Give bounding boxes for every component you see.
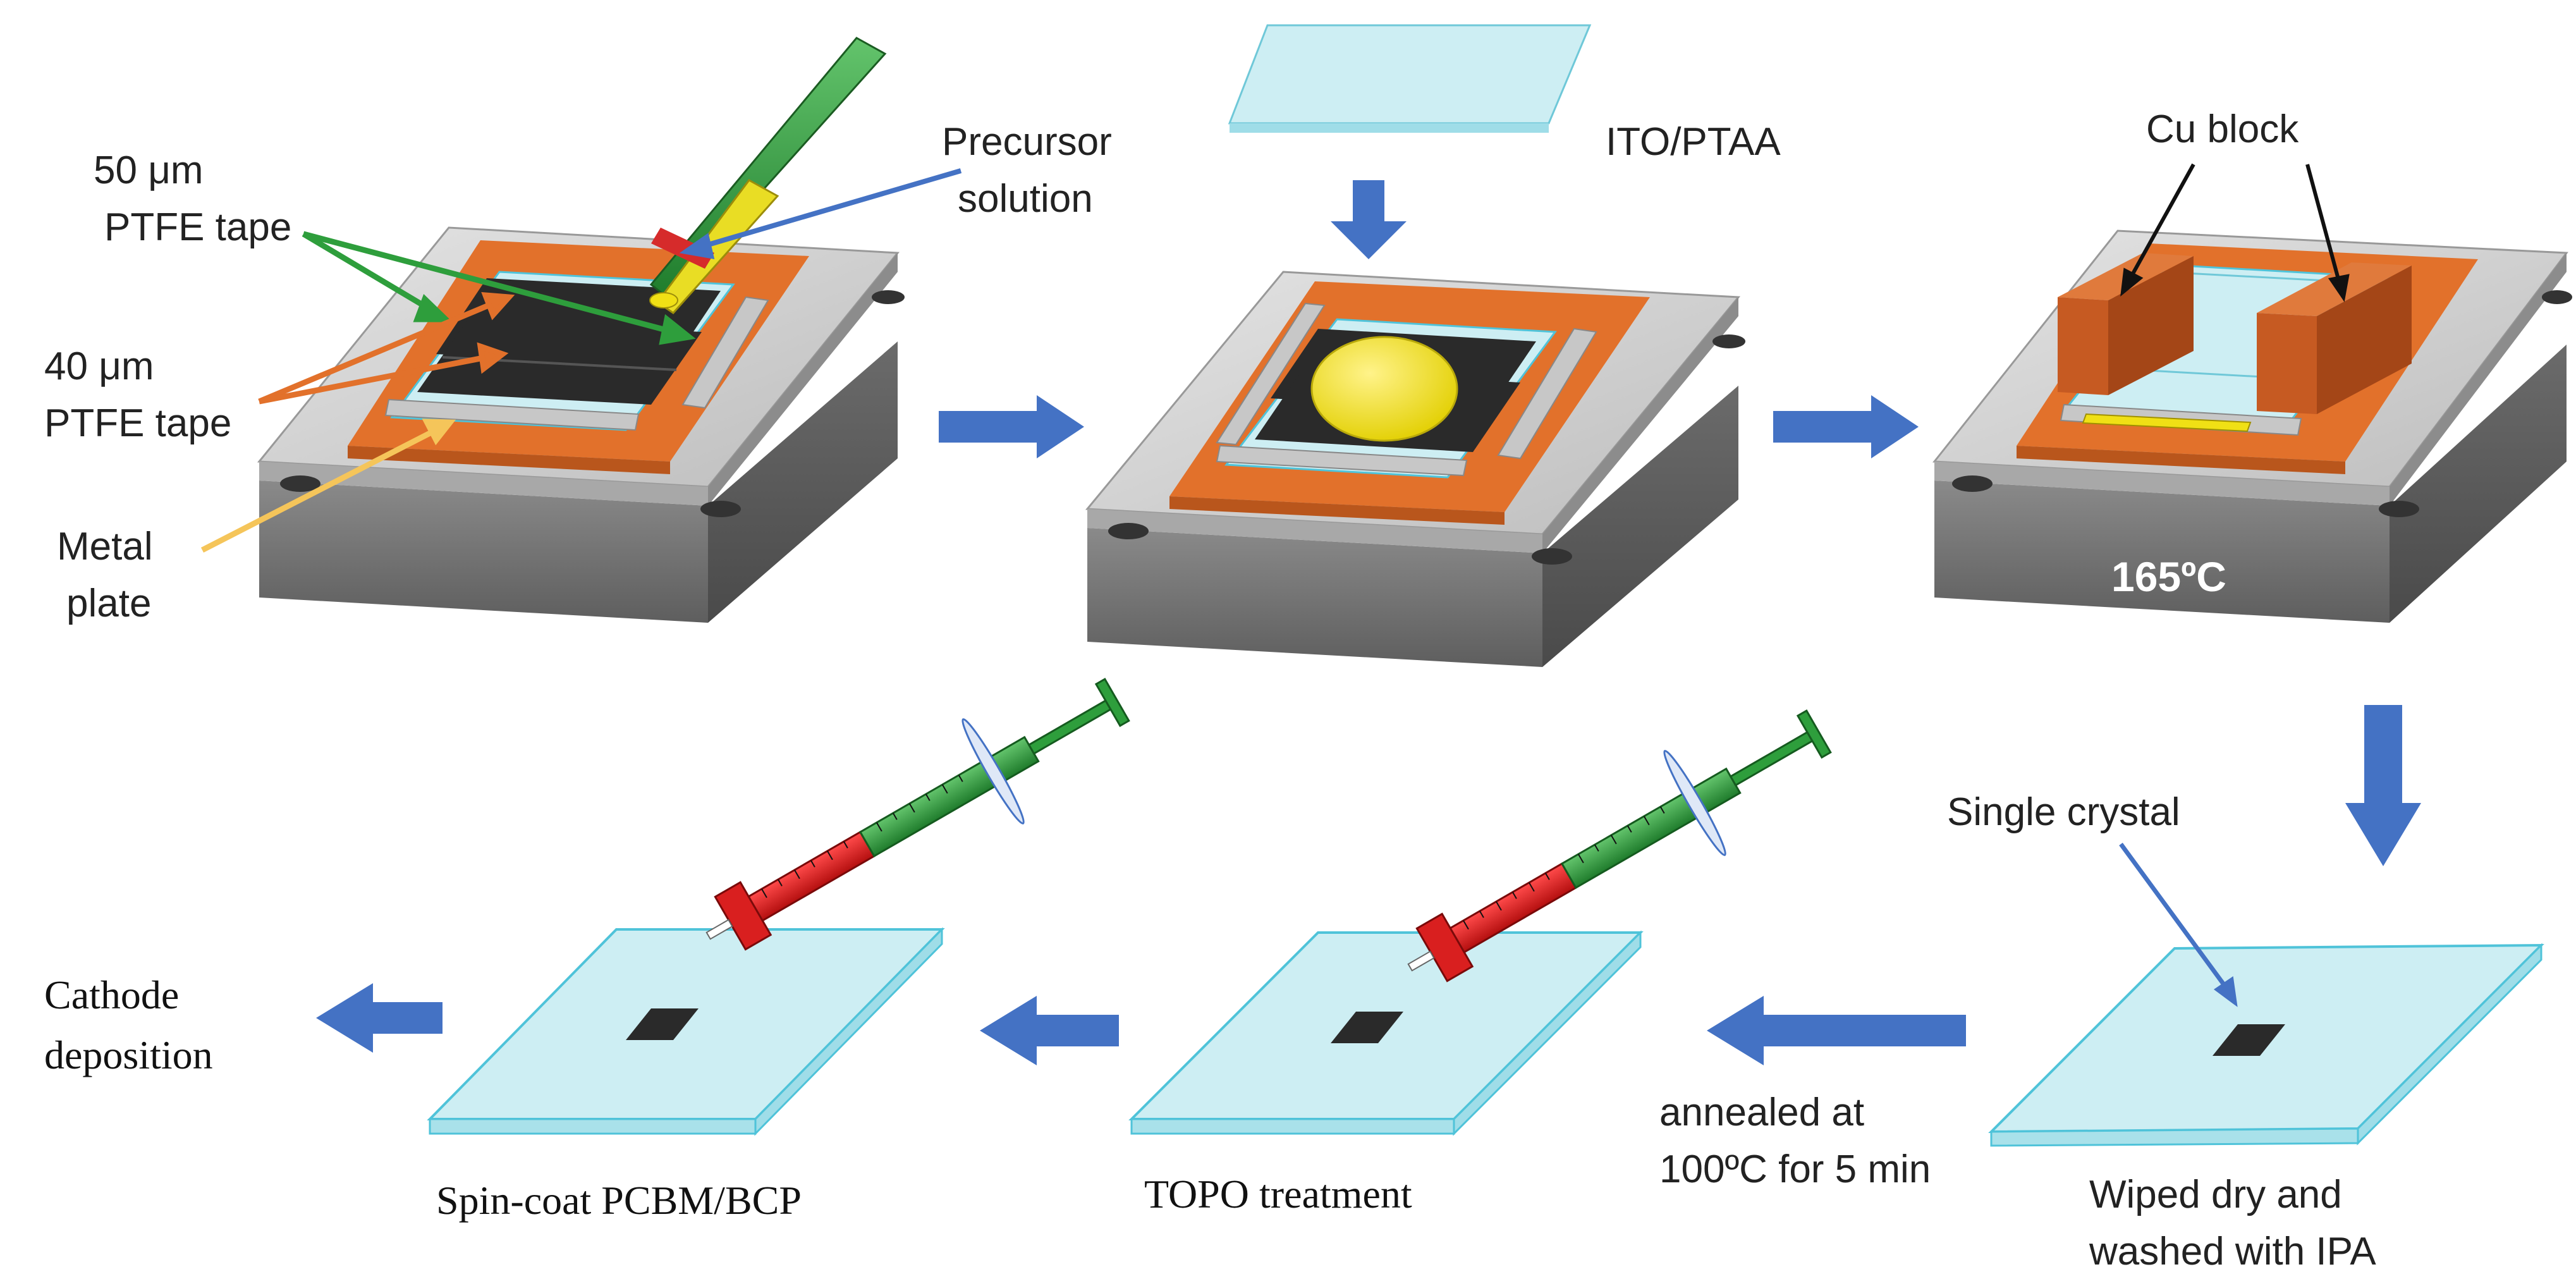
label-40um-line2: PTFE tape	[44, 401, 231, 445]
flow-arrow-left	[316, 983, 443, 1053]
orange-frame-edge	[2017, 446, 2345, 474]
crystal-strip	[417, 319, 702, 405]
screw-head	[700, 501, 741, 517]
pointer-crystal	[2119, 842, 2238, 1007]
screw-head	[280, 475, 320, 492]
metal-plate-side	[1542, 297, 1738, 553]
step4-caption-line1: Wiped dry and	[2089, 1173, 2342, 1216]
ptfe-spacer	[1216, 444, 1468, 477]
flow-arrow-right	[1773, 395, 1919, 458]
metal-plate-side	[708, 253, 898, 506]
step3-assembly	[1932, 230, 2572, 623]
step4-substrate	[1988, 943, 2544, 1147]
step6-caption: Spin-coat PCBM/BCP	[436, 1178, 802, 1223]
label-metal-line1: Metal	[57, 525, 153, 568]
syringe	[705, 678, 1130, 951]
screw-head	[1108, 523, 1149, 539]
base-block-front	[1934, 481, 2390, 623]
pointer-50um	[302, 231, 696, 345]
ito-glass-edge	[1230, 123, 1549, 133]
pointer-cu	[2120, 163, 2350, 302]
orange-frame-edge	[348, 446, 670, 474]
screw-head	[2542, 290, 2572, 304]
flow-arrow-left	[1707, 996, 1966, 1065]
flow-arrow-right	[939, 395, 1084, 458]
orange-frame-edge	[1169, 496, 1505, 525]
screw-head	[1532, 548, 1572, 565]
glass-edge	[1990, 1127, 2359, 1147]
label-40um-line1: 40 μm	[44, 345, 154, 388]
step5-substrate	[1128, 930, 1644, 1136]
base-block-side	[1542, 386, 1738, 667]
label-ito: ITO/PTAA	[1606, 120, 1781, 164]
glass-edge-side	[2357, 943, 2542, 1146]
label-temperature: 165ºC	[2111, 553, 2226, 600]
ptfe-spacer	[384, 398, 640, 431]
base-block-side	[708, 341, 898, 623]
label-precursor-line1: Precursor	[942, 120, 1112, 164]
metal-plate-front	[1087, 509, 1542, 553]
ptfe-spacer	[1497, 328, 1597, 460]
base-block-side	[2390, 345, 2567, 623]
step1-assembly	[257, 37, 905, 623]
annealing-line2: 100ºC for 5 min	[1659, 1148, 1931, 1191]
final-line1: Cathode	[44, 972, 179, 1017]
ito-glass	[1228, 24, 1592, 125]
ptfe-spacer	[681, 296, 769, 409]
step6-substrate	[427, 927, 945, 1136]
pointer-precursor	[679, 168, 962, 259]
step5-caption: TOPO treatment	[1144, 1172, 1412, 1216]
label-precursor-line2: solution	[958, 177, 1093, 221]
base-block-front	[1087, 528, 1542, 667]
glass-edge	[429, 1118, 757, 1135]
glass-edge-side	[754, 927, 943, 1136]
screw-head	[872, 290, 905, 304]
label-metal-line2: plate	[66, 582, 151, 625]
pipette	[649, 37, 887, 314]
label-50um-line2: PTFE tape	[104, 205, 291, 249]
syringe	[1407, 709, 1832, 983]
metal-plate-front	[1934, 462, 2390, 506]
label-cu-block: Cu block	[2146, 107, 2299, 151]
single-crystal	[1331, 1012, 1403, 1043]
step4-caption-line2: washed with IPA	[2089, 1230, 2376, 1273]
metal-plate-front	[259, 462, 708, 506]
flow-arrow-left	[980, 996, 1119, 1065]
label-50um-line1: 50 μm	[94, 149, 204, 192]
glass-edge	[1130, 1118, 1455, 1135]
ptfe-spacer	[1216, 302, 1326, 446]
cu-block-right	[2257, 262, 2412, 414]
single-crystal	[626, 1008, 699, 1040]
pointer-metal	[200, 419, 456, 553]
single-crystal	[2213, 1024, 2285, 1056]
base-block-front	[259, 481, 708, 623]
crystal-layer	[2082, 413, 2252, 432]
flow-arrow-down	[2345, 705, 2421, 866]
annealing-line1: annealed at	[1659, 1091, 1864, 1134]
screw-head	[1952, 475, 1993, 492]
precursor-drop	[1310, 336, 1458, 442]
step2-assembly	[1085, 24, 1745, 667]
flow-arrow-down	[1331, 180, 1407, 259]
metal-plate-side	[2390, 253, 2567, 506]
screw-head	[1712, 334, 1745, 348]
label-single-crystal: Single crystal	[1947, 790, 2180, 834]
screw-head	[2379, 501, 2419, 517]
glass-edge-side	[1453, 930, 1642, 1136]
final-line2: deposition	[44, 1032, 213, 1077]
pointer-40um	[258, 291, 515, 405]
